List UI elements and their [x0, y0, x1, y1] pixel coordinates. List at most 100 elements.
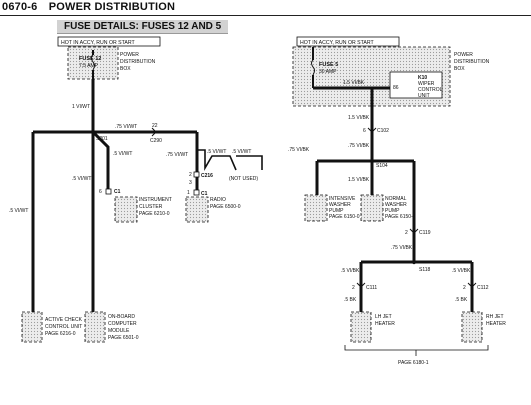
left-cluster-line1: INSTRUMENT [139, 197, 172, 203]
right-wiper-box [389, 71, 443, 99]
right-lh-heater-box [350, 311, 372, 343]
right-wire-75-left: .75 VI/BK [288, 147, 310, 153]
right-wire-15-normal: 1.5 VI/BK [348, 177, 370, 183]
left-pdbox-line3: BOX [120, 66, 131, 72]
left-pin-c216: C216 [201, 173, 213, 179]
left-cluster-line2: CLUSTER [139, 204, 163, 210]
right-wire-15-top: 1.5 VI/BK [343, 80, 365, 86]
right-connector-c111 [356, 282, 366, 288]
left-onboard-box [84, 311, 106, 343]
left-wire-75-radio: .75 VI/WT [166, 152, 188, 158]
right-splice-s104-label: S104 [376, 163, 388, 169]
left-pdbox-line1: POWER [120, 52, 139, 58]
right-wire-75-s118: .75 VI/BK [391, 245, 413, 251]
left-wire-main-label: 1 VI/WT [72, 104, 90, 110]
right-conn-c102: C102 [377, 128, 389, 134]
right-intensive-line1: INTENSIVE [329, 196, 356, 202]
right-pdbox-line1: POWER [454, 52, 473, 58]
right-rh-heater-line1: RH JET [486, 314, 504, 320]
left-wire-5-a: .5 VI/WT [207, 149, 226, 155]
left-onboard-line1: ON-BOARD [108, 314, 135, 320]
left-wire-5-b: .5 VI/WT [232, 149, 251, 155]
left-pin-6: 6 [99, 189, 102, 195]
left-conn-c290: C290 [150, 138, 162, 144]
page-code: 0670-6 [2, 1, 38, 13]
left-pdbox-line2: DISTRIBUTION [120, 59, 156, 65]
right-wire-5-rh2: .5 BK [455, 297, 468, 303]
page-header: 0670-6 POWER DISTRIBUTION [2, 1, 175, 13]
right-intensive-line4: PAGE 6150-0 [329, 214, 360, 220]
left-onboard-line4: PAGE 6501-0 [108, 335, 139, 341]
right-normal-line1: NORMAL [385, 196, 407, 202]
right-connector-c119 [409, 228, 419, 234]
left-radio-line2: PAGE 6500-0 [210, 204, 241, 210]
left-wire-5-left: .5 VI/WT [9, 208, 28, 214]
right-intensive-box [304, 194, 328, 222]
right-pin-2b: 2 [463, 285, 466, 291]
left-c1-radio-conn [193, 189, 200, 196]
left-pin-c1-cluster: C1 [114, 189, 121, 195]
left-pin-2: 2 [189, 172, 192, 178]
left-pin-c1-radio: C1 [201, 191, 208, 197]
right-wire-75-mid: .75 VI/BK [348, 143, 370, 149]
right-conn-c119: C119 [419, 230, 431, 236]
right-normal-line2: WASHER [385, 202, 407, 208]
right-hot-label: HOT IN ACCY, RUN OR START [300, 40, 375, 46]
left-radio-box [185, 196, 209, 223]
left-active-check-line3: PAGE 6216-0 [45, 331, 76, 337]
right-normal-line3: PUMP [385, 208, 400, 214]
left-onboard-line2: COMPUTER [108, 321, 137, 327]
right-wire-15-c102: 1.5 VI/BK [348, 115, 370, 121]
left-active-check-box [21, 311, 43, 343]
right-rh-heater-box [461, 311, 483, 343]
left-wire-not-used [197, 149, 263, 171]
right-circuit: HOT IN ACCY, RUN OR START POWER DISTRIBU… [288, 36, 506, 366]
right-pin-2a: 2 [352, 285, 355, 291]
left-fuse-name: FUSE 12 [79, 56, 101, 62]
right-wiper-line2: WIPER [418, 81, 435, 87]
right-pdbox-line3: BOX [454, 66, 465, 72]
right-wire-5-rh: .5 VI/BK [452, 268, 471, 274]
right-splice-s118-label: S118 [419, 267, 431, 273]
left-onboard-line3: MODULE [108, 328, 130, 334]
right-lh-heater-line1: LH JET [375, 314, 392, 320]
right-page-ref: PAGE 6180-1 [398, 360, 429, 366]
right-wire-5-lh: .5 VI/BK [341, 268, 360, 274]
left-active-check-line2: CONTROL UNIT [45, 324, 82, 330]
right-wire-5-lh2: .5 BK [344, 297, 357, 303]
right-hot-label-box [296, 36, 400, 47]
left-pin-1: 1 [187, 190, 190, 196]
right-pdbox-line2: DISTRIBUTION [454, 59, 490, 65]
left-radio-line1: RADIO [210, 197, 226, 203]
left-fuse-rating: 7.5 AMP [79, 63, 99, 69]
left-not-used: (NOT USED) [229, 176, 258, 182]
left-hot-label: HOT IN ACCY, RUN OR START [61, 40, 136, 46]
page-title: POWER DISTRIBUTION [48, 1, 176, 13]
left-cluster-line3: PAGE 6210-0 [139, 211, 170, 217]
right-lh-heater-line2: HEATER [375, 321, 395, 327]
left-circuit: HOT IN ACCY, RUN OR START FUSE 12 7.5 AM… [9, 36, 263, 343]
right-fuse-rating: 30 AMP [319, 69, 337, 75]
right-wiper-line1: K10 [418, 75, 427, 81]
left-wire-5-mid: .5 VI/WT [72, 176, 91, 182]
right-connector-c112 [467, 282, 477, 288]
left-pin-c1-cluster-box [105, 188, 112, 195]
right-conn-c112: C112 [477, 285, 489, 291]
left-wire-75-top-label: .75 VI/WT [115, 124, 137, 130]
left-hot-label-box [57, 36, 161, 47]
right-normal-box [360, 194, 384, 222]
left-wire-5-cluster: .5 VI/WT [113, 151, 132, 157]
right-splice-s118 [411, 259, 417, 265]
right-normal-line4: PAGE 6150-0 [385, 214, 416, 220]
right-fuse-name: FUSE 5 [319, 62, 338, 68]
left-c216-conn [193, 171, 200, 178]
right-wiper-line3: CONTROL [418, 87, 443, 93]
right-page-bracket [344, 345, 489, 351]
left-conn-22: 22 [152, 123, 158, 129]
left-active-check-line1: ACTIVE CHECK [45, 317, 83, 323]
right-rh-heater-line2: HEATER [486, 321, 506, 327]
header-rule [0, 15, 531, 16]
right-conn-c111: C111 [366, 285, 377, 291]
diagram-subtitle: FUSE DETAILS: FUSES 12 AND 5 [57, 20, 228, 34]
